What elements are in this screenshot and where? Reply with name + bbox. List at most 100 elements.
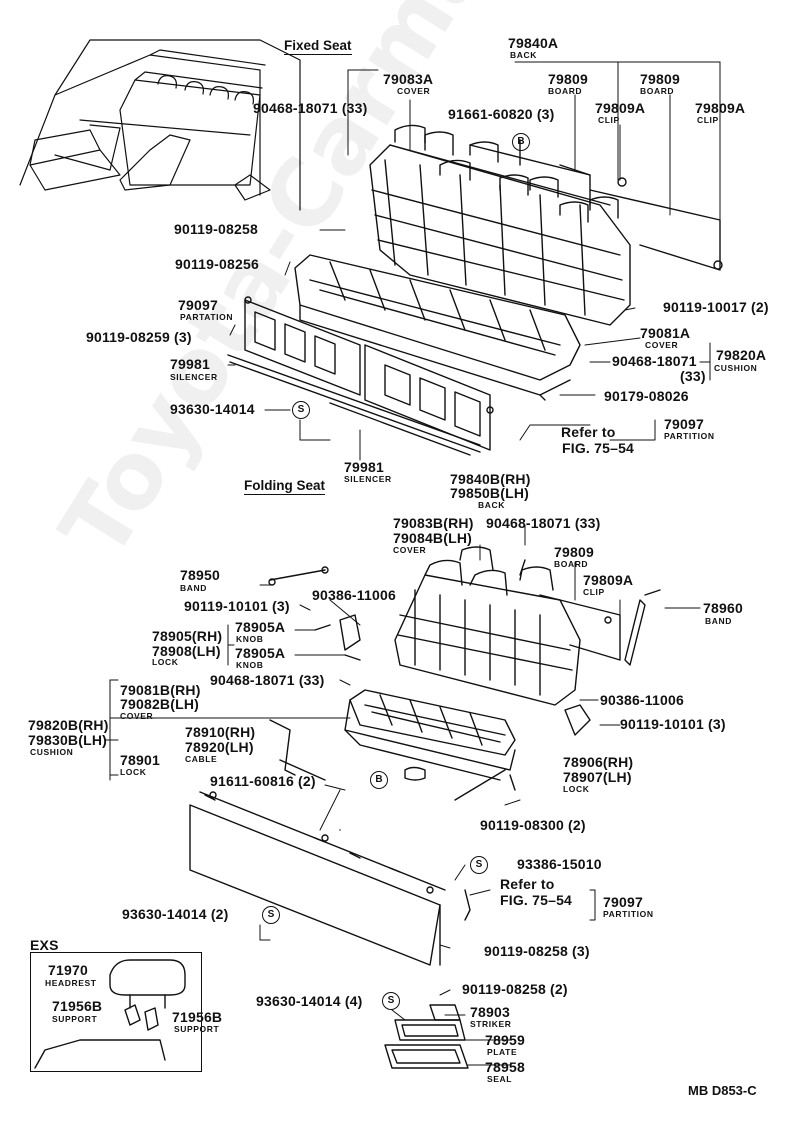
part-78910: 78910(RH) bbox=[185, 724, 256, 740]
part-93630-14014-b: 93630-14014 (2) bbox=[122, 906, 229, 922]
part-79097-c-num: 79097 bbox=[603, 894, 643, 910]
refer-fig-a: FIG. 75–54 bbox=[562, 440, 635, 456]
part-93630-14014-a: 93630-14014 bbox=[170, 401, 255, 417]
part-79083A-name: COVER bbox=[397, 86, 431, 96]
refer-to-a: Refer to bbox=[561, 424, 616, 440]
ref-s-circle-d: S bbox=[382, 992, 400, 1010]
cushion-name: CUSHION bbox=[30, 747, 74, 757]
part-79809-b-num: 79809 bbox=[640, 71, 680, 87]
folding-back-name: BACK bbox=[478, 500, 505, 510]
part-79081A-num: 79081A bbox=[640, 325, 691, 341]
folding-cover-name: COVER bbox=[393, 545, 427, 555]
fixed-seat-cushion bbox=[294, 254, 581, 401]
part-79809A-a-name: CLIP bbox=[598, 115, 620, 125]
part-90119-10017: 90119-10017 (2) bbox=[663, 299, 769, 315]
part-79809-a-num: 79809 bbox=[548, 71, 588, 87]
part-90468-18071-a: 90468-18071 (33) bbox=[253, 100, 368, 116]
part-79809A-c-name: CLIP bbox=[583, 587, 605, 597]
part-78906: 78906(RH) bbox=[563, 754, 634, 770]
folding-partition-panel bbox=[189, 791, 471, 966]
part-79809A-b-name: CLIP bbox=[697, 115, 719, 125]
part-79981-a-num: 79981 bbox=[170, 356, 210, 372]
part-91661-60820: 91661-60820 (3) bbox=[448, 106, 555, 122]
part-78960-num: 78960 bbox=[703, 600, 743, 616]
exs-headrest-sketch bbox=[34, 959, 186, 1069]
part-79081A-name: COVER bbox=[645, 340, 679, 350]
refer-to-b: Refer to bbox=[500, 876, 555, 892]
fixed-partition-panels bbox=[227, 296, 494, 456]
part-79981-a-name: SILENCER bbox=[170, 372, 218, 382]
part-79981-b-name: SILENCER bbox=[344, 474, 392, 484]
exs-box bbox=[30, 952, 202, 1072]
part-79809-a-name: BOARD bbox=[548, 86, 583, 96]
part-71970-num: 71970 bbox=[48, 962, 88, 978]
part-79840B: 79840B(RH) bbox=[450, 471, 531, 487]
part-79840A-num: 79840A bbox=[508, 35, 559, 51]
part-78901-name: LOCK bbox=[120, 767, 147, 777]
part-71956B-a-name: SUPPORT bbox=[52, 1014, 98, 1024]
part-78901-num: 78901 bbox=[120, 752, 160, 768]
part-90119-08258-d: 90119-08258 (2) bbox=[462, 981, 568, 997]
part-79809-c-name: BOARD bbox=[554, 559, 589, 569]
part-90468-18071-b-qty: (33) bbox=[680, 368, 706, 384]
drawing-code: MB D853-C bbox=[688, 1083, 757, 1098]
part-71956B-b-num: 71956B bbox=[172, 1009, 223, 1025]
part-79820A-name: CUSHION bbox=[714, 363, 758, 373]
part-79809A-b-num: 79809A bbox=[695, 100, 746, 116]
part-90119-08256: 90119-08256 bbox=[175, 256, 259, 272]
refer-fig-b: FIG. 75–54 bbox=[500, 892, 573, 908]
part-90119-08300: 90119-08300 (2) bbox=[480, 817, 586, 833]
fixed-seat-back bbox=[369, 124, 631, 326]
part-79097-c-name: PARTITION bbox=[603, 909, 654, 919]
part-71956B-a-num: 71956B bbox=[52, 998, 103, 1014]
part-71970-name: HEADREST bbox=[45, 978, 97, 988]
folding-leader-lines bbox=[104, 524, 701, 1066]
part-78958-num: 78958 bbox=[485, 1059, 525, 1075]
part-90468-18071-b: 90468-18071 bbox=[612, 353, 697, 369]
part-78960-name: BAND bbox=[705, 616, 732, 626]
part-90386-11006-a: 90386-11006 bbox=[312, 587, 396, 603]
part-78903-name: STRIKER bbox=[470, 1019, 512, 1029]
part-79809-c-num: 79809 bbox=[554, 544, 594, 560]
part-79083A-num: 79083A bbox=[383, 71, 434, 87]
part-90119-08258-a: 90119-08258 bbox=[174, 221, 258, 237]
ref-s-circle-c: S bbox=[262, 906, 280, 924]
lock-name: LOCK bbox=[152, 657, 179, 667]
part-78920: 78920(LH) bbox=[185, 739, 254, 755]
part-79850B: 79850B(LH) bbox=[450, 485, 530, 501]
part-78905A-a-name: KNOB bbox=[236, 634, 264, 644]
part-78908: 78908(LH) bbox=[152, 643, 221, 659]
part-78905A-b-num: 78905A bbox=[235, 645, 286, 661]
ref-b-circle: B bbox=[512, 133, 530, 151]
part-78959-num: 78959 bbox=[485, 1032, 525, 1048]
part-90119-10101-b: 90119-10101 (3) bbox=[620, 716, 726, 732]
exs-heading: EXS bbox=[30, 937, 59, 953]
part-90119-08259: 90119-08259 (3) bbox=[86, 329, 192, 345]
part-90386-11006-b: 90386-11006 bbox=[600, 692, 684, 708]
folding-seat-cushion bbox=[344, 689, 516, 781]
part-79809A-c-num: 79809A bbox=[583, 572, 634, 588]
part-79097-b-name: PARTITION bbox=[664, 431, 715, 441]
part-78959-name: PLATE bbox=[487, 1047, 518, 1057]
part-90468-18071-d: 90468-18071 (33) bbox=[210, 672, 325, 688]
lock2-name: LOCK bbox=[563, 784, 590, 794]
part-78905: 78905(RH) bbox=[152, 628, 223, 644]
part-79097-num: 79097 bbox=[178, 297, 218, 313]
part-90119-10101-a: 90119-10101 (3) bbox=[184, 598, 290, 614]
folding-seat-back bbox=[394, 546, 621, 706]
part-91611-60816: 91611-60816 (2) bbox=[210, 773, 316, 789]
cover2-name: COVER bbox=[120, 711, 154, 721]
part-79083B: 79083B(RH) bbox=[393, 515, 474, 531]
part-79082B: 79082B(LH) bbox=[120, 696, 200, 712]
part-79809-b-name: BOARD bbox=[640, 86, 675, 96]
part-79081B: 79081B(RH) bbox=[120, 682, 201, 698]
part-78903-num: 78903 bbox=[470, 1004, 510, 1020]
part-79809A-a-num: 79809A bbox=[595, 100, 646, 116]
part-79097-name: PARTATION bbox=[180, 312, 234, 322]
striker-plate-seal bbox=[384, 1004, 469, 1069]
part-79097-b-num: 79097 bbox=[664, 416, 704, 432]
ref-b-circle-2: B bbox=[370, 771, 388, 789]
part-79981-b-num: 79981 bbox=[344, 459, 384, 475]
cable-name: CABLE bbox=[185, 754, 218, 764]
